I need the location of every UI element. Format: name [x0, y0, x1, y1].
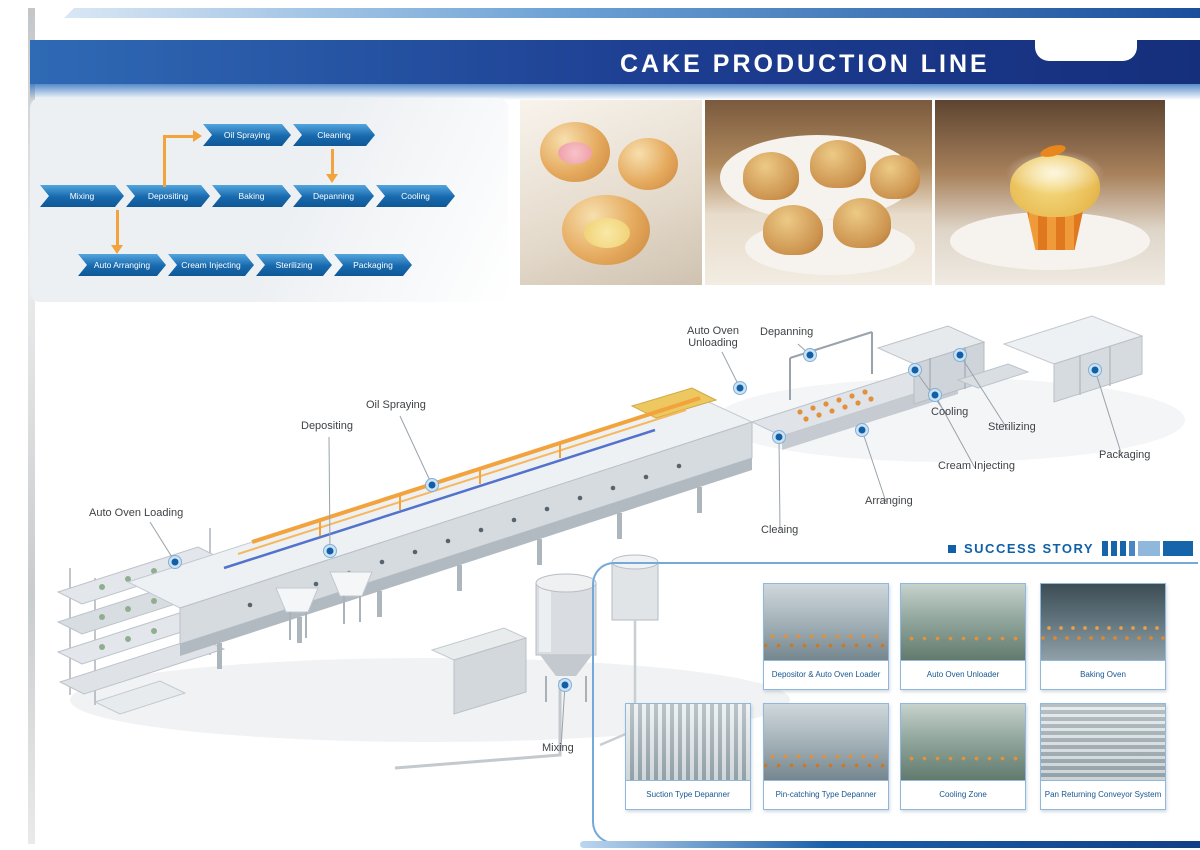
- label-arranging: Arranging: [865, 495, 913, 507]
- muffin-shape: [810, 140, 866, 188]
- label-cooling: Cooling: [931, 406, 969, 418]
- thumb-photo-unloader: [901, 584, 1025, 661]
- label-mixing: Mixing: [542, 742, 574, 754]
- label-sterilizing: Sterilizing: [988, 421, 1036, 433]
- label-cleaning: Cleaing: [761, 524, 799, 536]
- left-edge-strip: [28, 8, 35, 844]
- flow-step-cleaning: Cleaning: [293, 124, 375, 146]
- gallery-thumb: Cooling Zone: [900, 703, 1026, 810]
- label-depanning: Depanning: [760, 326, 814, 338]
- gallery-thumb: Baking Oven: [1040, 583, 1166, 690]
- success-story-title: SUCCESS STORY: [964, 541, 1095, 556]
- flow-connector-up: [163, 137, 166, 187]
- mixing-tanks: [394, 554, 659, 770]
- bun-shape: [618, 138, 678, 190]
- label-cream-injecting: Cream Injecting: [938, 460, 1016, 472]
- thumb-photo-suction-depanner: [626, 704, 750, 781]
- flow-step-mixing: Mixing: [40, 185, 124, 207]
- title-band-tab: [1035, 40, 1137, 61]
- thumb-caption: Depositor & Auto Oven Loader: [771, 670, 881, 679]
- thumb-caption: Cooling Zone: [939, 790, 987, 799]
- photo-almond-muffins: [705, 100, 932, 285]
- gallery-thumb: Pan Returning Conveyor System: [1040, 703, 1166, 810]
- flow-step-cooling: Cooling: [376, 185, 455, 207]
- flow-step-depanning: Depanning: [293, 185, 374, 207]
- flow-connector-right: [163, 135, 193, 138]
- thumb-caption: Pan Returning Conveyor System: [1044, 790, 1162, 799]
- photo-cupcake: [935, 100, 1165, 285]
- label-auto-oven-loading: Auto Oven Loading: [89, 507, 184, 519]
- flow-step-baking: Baking: [212, 185, 291, 207]
- flow-step-depositing: Depositing: [126, 185, 210, 207]
- flow-arrow-right-icon: [193, 130, 202, 142]
- gallery-thumb: Depositor & Auto Oven Loader: [763, 583, 889, 690]
- flow-step-sterilizing: Sterilizing: [256, 254, 332, 276]
- oil-spray-pipes: [223, 396, 701, 570]
- depositor-hoppers: [275, 571, 373, 640]
- callout-dots: [168, 348, 1102, 692]
- thumb-photo-pan-returning: [1041, 704, 1165, 781]
- label-packaging: Packaging: [1099, 449, 1151, 461]
- thumb-photo-depositor: [764, 584, 888, 661]
- gallery-thumb: Auto Oven Unloader: [900, 583, 1026, 690]
- flow-connector-down-2: [116, 210, 119, 246]
- callout-leader-lines: [149, 343, 1123, 749]
- muffin-shape: [833, 198, 891, 248]
- flow-arrow-down-icon-1: [326, 174, 338, 183]
- flow-step-packaging: Packaging: [334, 254, 412, 276]
- oven-body: [126, 387, 754, 669]
- label-oil-spraying: Oil Spraying: [366, 399, 426, 411]
- thumb-caption: Auto Oven Unloader: [926, 670, 1000, 679]
- thumb-caption: Pin-catching Type Depanner: [775, 790, 877, 799]
- production-line-illustration: [56, 315, 1185, 770]
- success-story-bars: [1102, 541, 1194, 556]
- thumb-caption: Baking Oven: [1080, 670, 1126, 679]
- flow-step-cream-injecting: Cream Injecting: [168, 254, 254, 276]
- muffin-shape: [743, 152, 799, 200]
- flow-step-oil-spraying: Oil Spraying: [203, 124, 291, 146]
- cream-filling-shape: [558, 142, 592, 164]
- label-depositing: Depositing: [301, 420, 353, 432]
- thumb-photo-pin-depanner: [764, 704, 888, 781]
- gallery-thumb: Suction Type Depanner: [625, 703, 751, 810]
- success-story-bullet-icon: [948, 544, 956, 553]
- page-title: CAKE PRODUCTION LINE: [620, 50, 990, 78]
- gallery-thumb: Pin-catching Type Depanner: [763, 703, 889, 810]
- sugar-dust-shape: [1005, 150, 1105, 195]
- flow-connector-down-1: [331, 149, 334, 175]
- thumb-photo-cooling-zone: [901, 704, 1025, 781]
- label-auto-oven-unloading: Auto Oven Unloading: [687, 325, 739, 350]
- top-gradient-strip: [64, 8, 1200, 18]
- title-band: [30, 40, 1200, 84]
- title-band-fade: [30, 84, 1200, 100]
- bottom-gradient-bar: [580, 841, 1200, 848]
- thumb-caption: Suction Type Depanner: [646, 790, 730, 799]
- success-story-header: SUCCESS STORY: [948, 541, 1194, 556]
- muffin-shape: [763, 205, 823, 255]
- flow-arrow-down-icon-2: [111, 245, 123, 254]
- muffin-shape: [870, 155, 920, 199]
- flow-step-auto-arranging: Auto Arranging: [78, 254, 166, 276]
- cream-filling-shape: [584, 218, 630, 248]
- photo-cream-buns: [520, 100, 702, 285]
- thumb-photo-baking-oven: [1041, 584, 1165, 661]
